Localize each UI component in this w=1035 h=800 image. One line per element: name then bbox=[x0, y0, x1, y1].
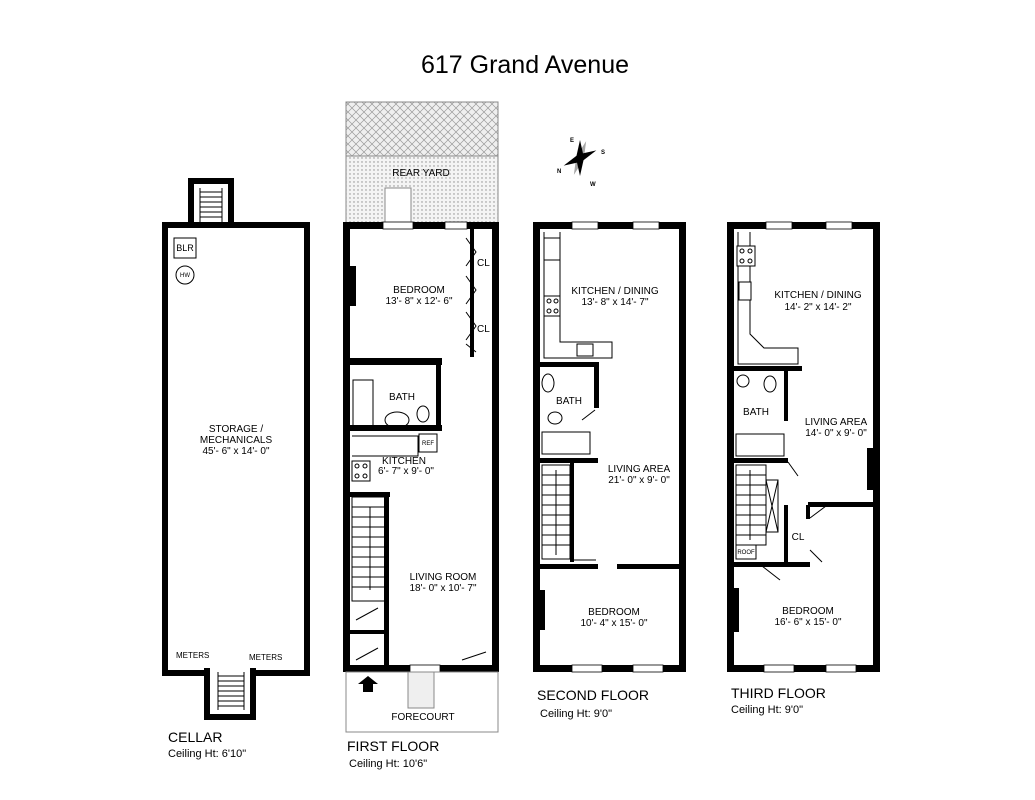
third-bedroom-name: BEDROOM bbox=[782, 606, 834, 617]
cellar-storage-dimensions: 45'- 6" x 14'- 0" bbox=[202, 446, 270, 457]
first-floor-plan bbox=[343, 101, 499, 733]
rear-yard-area bbox=[345, 155, 499, 225]
first-closet-bottom-label: CL bbox=[477, 324, 490, 335]
hot-water-heater-symbol bbox=[175, 265, 195, 285]
third-floor-bathtub bbox=[735, 433, 785, 457]
second-kitchen-name: KITCHEN / DINING bbox=[571, 286, 658, 297]
third-kitchen-name: KITCHEN / DINING bbox=[774, 290, 861, 301]
cellar-floor-name: CELLAR bbox=[168, 729, 222, 745]
cellar-plan bbox=[162, 178, 310, 720]
second-bath-label: BATH bbox=[556, 396, 582, 407]
compass-s-label: S bbox=[601, 150, 605, 156]
cellar-meters-left: METERS bbox=[176, 651, 209, 660]
second-bedroom-dimensions: 10'- 4" x 15'- 0" bbox=[580, 618, 648, 629]
cellar-meters-right: METERS bbox=[249, 653, 282, 662]
third-bedroom-dimensions: 16'- 6" x 15'- 0" bbox=[774, 617, 842, 628]
first-closet-top-label: CL bbox=[477, 258, 490, 269]
second-ceiling-height: Ceiling Ht: 9'0" bbox=[540, 708, 612, 720]
third-ceiling-height: Ceiling Ht: 9'0" bbox=[731, 704, 803, 716]
first-floor-name: FIRST FLOOR bbox=[347, 738, 439, 754]
first-ceiling-height: Ceiling Ht: 10'6" bbox=[349, 758, 427, 770]
third-bath-label: BATH bbox=[743, 407, 769, 418]
cellar-ceiling-height: Ceiling Ht: 6'10" bbox=[168, 748, 246, 760]
first-living-room-dimensions: 18'- 0" x 10'- 7" bbox=[409, 583, 477, 594]
compass-e-label: E bbox=[570, 138, 574, 144]
second-bedroom-name: BEDROOM bbox=[588, 607, 640, 618]
second-floor-plan bbox=[533, 221, 686, 673]
first-kitchen-dimensions: 6'- 7" x 9'- 0" bbox=[378, 466, 434, 477]
third-floor-plan bbox=[727, 221, 880, 673]
second-floor-bathtub bbox=[541, 431, 591, 455]
cellar-storage-name-2: MECHANICALS bbox=[200, 435, 273, 446]
third-kitchen-dimensions: 14'- 2" x 14'- 2" bbox=[784, 302, 852, 313]
third-roof-hatch-label: ROOF bbox=[737, 550, 755, 556]
first-bath-label: BATH bbox=[389, 392, 415, 403]
third-living-area-dimensions: 14'- 0" x 9'- 0" bbox=[805, 428, 867, 439]
cellar-storage-name: STORAGE / bbox=[209, 424, 263, 435]
third-living-area-name: LIVING AREA bbox=[805, 417, 868, 428]
cellar-hot-water-label: HW bbox=[180, 273, 190, 279]
first-rear-yard-label: REAR YARD bbox=[392, 168, 449, 179]
compass-rose: E S N W bbox=[557, 138, 605, 188]
rear-deck bbox=[345, 101, 499, 157]
first-refrigerator-label: REF bbox=[422, 441, 434, 447]
first-living-room-name: LIVING ROOM bbox=[410, 572, 477, 583]
first-bedroom-dimensions: 13'- 8" x 12'- 6" bbox=[385, 296, 453, 307]
plan-title: 617 Grand Avenue bbox=[421, 51, 629, 79]
cellar-boiler-label: BLR bbox=[176, 243, 194, 253]
second-floor-name: SECOND FLOOR bbox=[537, 687, 649, 703]
second-living-area-name: LIVING AREA bbox=[608, 464, 671, 475]
second-living-area-dimensions: 21'- 0" x 9'- 0" bbox=[608, 475, 670, 486]
entry-arrow-icon bbox=[358, 676, 378, 692]
boiler-symbol bbox=[173, 237, 197, 259]
first-forecourt-label: FORECOURT bbox=[391, 712, 454, 723]
first-floor-bathtub bbox=[352, 379, 374, 427]
first-bedroom-name: BEDROOM bbox=[393, 285, 445, 296]
first-kitchen-name: KITCHEN bbox=[382, 456, 426, 467]
compass-w-label: W bbox=[590, 182, 596, 188]
compass-n-label: N bbox=[557, 169, 561, 175]
third-closet-label: CL bbox=[792, 532, 805, 543]
third-floor-name: THIRD FLOOR bbox=[731, 685, 826, 701]
second-kitchen-dimensions: 13'- 8" x 14'- 7" bbox=[581, 297, 649, 308]
